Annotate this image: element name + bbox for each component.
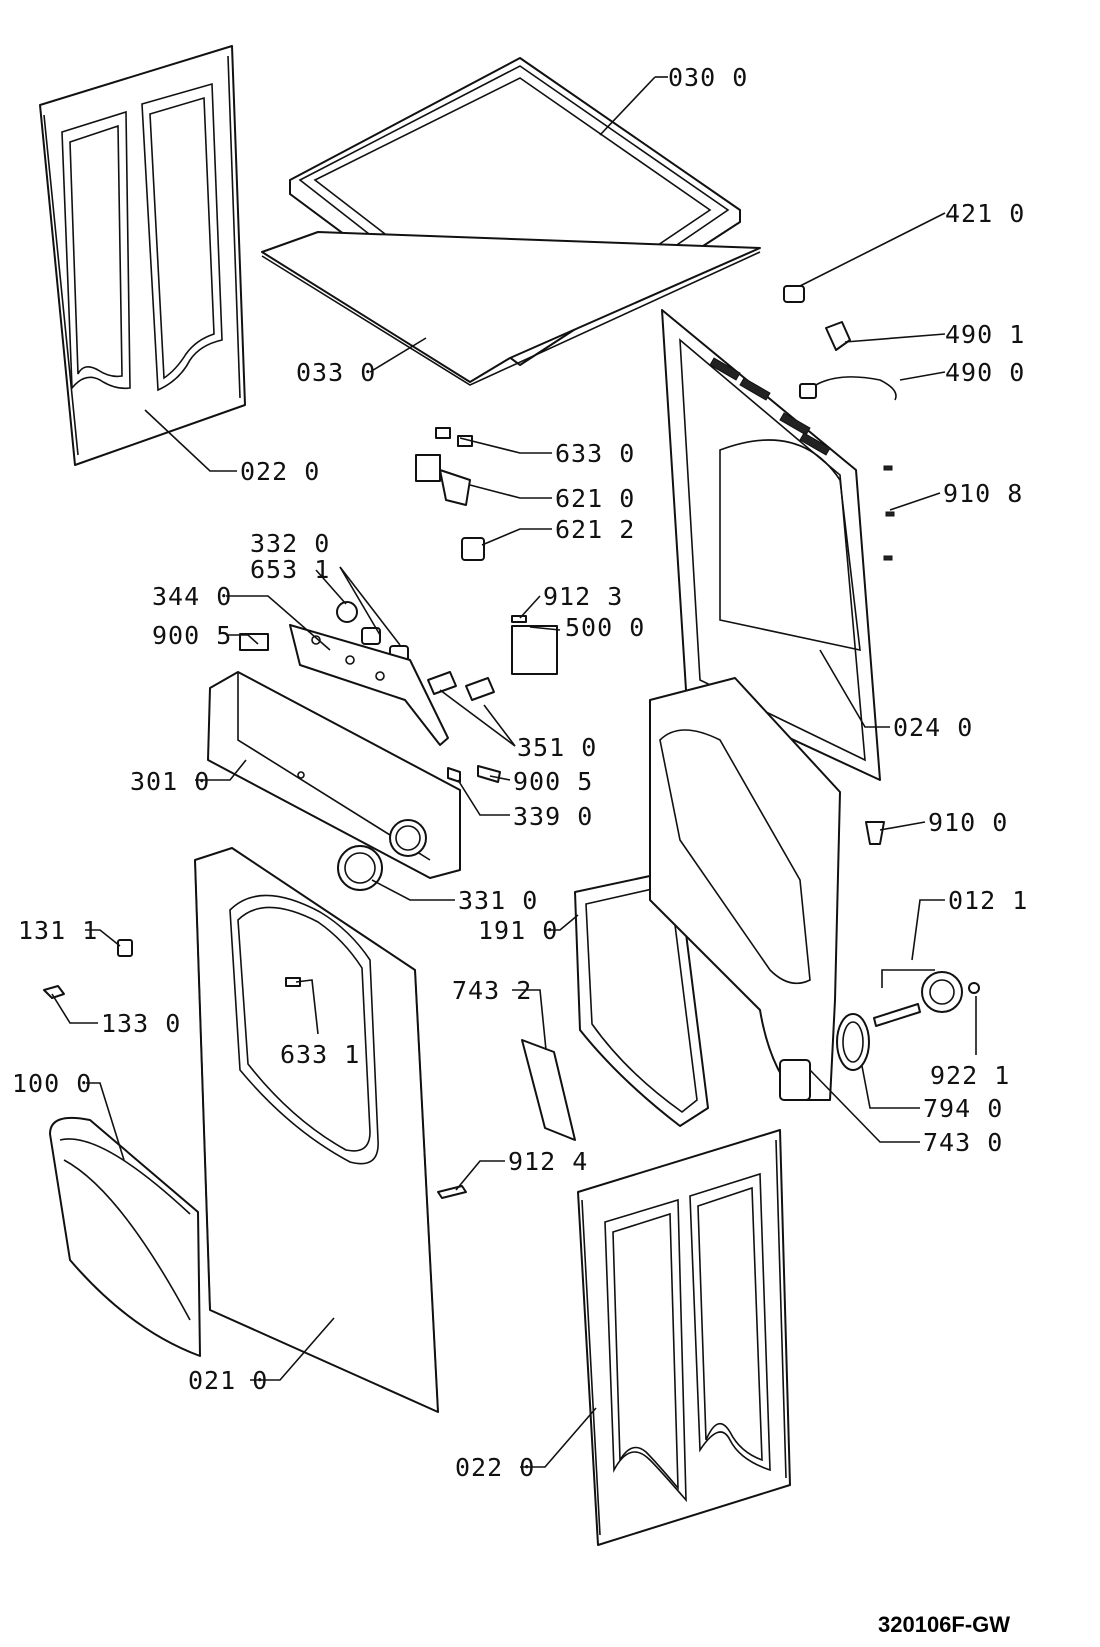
callout-9108: 910 8 — [943, 479, 1023, 508]
small-parts-top-right — [783, 285, 897, 561]
fan-0121 — [921, 971, 963, 1013]
callout-9100: 910 0 — [928, 808, 1008, 837]
callout-3310: 331 0 — [458, 886, 538, 915]
part-3320-a — [361, 627, 381, 645]
callout-4901: 490 1 — [945, 320, 1025, 349]
callout-9005-left: 900 5 — [152, 621, 232, 650]
part-4901 — [825, 321, 851, 351]
callout-1910: 191 0 — [478, 916, 558, 945]
callout-3510: 351 0 — [517, 733, 597, 762]
front-panel — [194, 847, 439, 1413]
part-4900-cable — [805, 376, 897, 401]
screw-9100 — [865, 821, 885, 845]
control-panel — [207, 671, 501, 879]
part-6330-a — [435, 427, 451, 439]
part-6531 — [336, 601, 358, 623]
callout-1311: 131 1 — [18, 916, 98, 945]
filter-gasket — [521, 1039, 576, 1141]
screws — [437, 821, 885, 1199]
callout-9221: 922 1 — [930, 1061, 1010, 1090]
callout-1000: 100 0 — [12, 1069, 92, 1098]
part-9221 — [968, 982, 980, 994]
callout-3320: 332 0 — [250, 529, 330, 558]
callout-6531: 653 1 — [250, 555, 330, 584]
control-bracket — [239, 624, 449, 746]
callout-0300: 030 0 — [668, 63, 748, 92]
part-6212 — [461, 537, 485, 561]
callout-0240: 024 0 — [893, 713, 973, 742]
callout-6331: 633 1 — [280, 1040, 360, 1069]
electrical-parts — [336, 427, 558, 701]
callout-0220-bottom: 022 0 — [455, 1453, 535, 1482]
part-3510-a — [427, 671, 457, 695]
drawing-code: 320106F-GW — [878, 1612, 1010, 1637]
door-seal — [574, 869, 709, 1127]
callout-6330: 633 0 — [555, 439, 635, 468]
callout-6212: 621 2 — [555, 515, 635, 544]
part-1311 — [117, 939, 133, 957]
door — [49, 1116, 201, 1357]
part-9005-left — [239, 633, 269, 651]
side-panel-bottom-right — [577, 1129, 791, 1546]
part-9123 — [511, 615, 527, 623]
callout-0220-top: 022 0 — [240, 457, 320, 486]
callout-7432: 743 2 — [452, 976, 532, 1005]
callout-9123: 912 3 — [543, 582, 623, 611]
side-panel-top-left — [39, 45, 246, 466]
part-5000 — [511, 625, 558, 675]
callout-0121: 012 1 — [948, 886, 1028, 915]
screw-9124 — [437, 1185, 467, 1199]
callout-0330: 033 0 — [296, 358, 376, 387]
part-6210 — [415, 454, 441, 482]
callout-4210: 421 0 — [945, 199, 1025, 228]
top-plate — [261, 231, 761, 386]
front-frame — [649, 677, 841, 1101]
part-9005-right — [477, 765, 501, 783]
callout-3440: 344 0 — [152, 582, 232, 611]
callout-3010: 301 0 — [130, 767, 210, 796]
shaft-0121 — [873, 1003, 921, 1027]
callout-7940: 794 0 — [923, 1094, 1003, 1123]
screw-9108-a — [883, 465, 893, 471]
callout-7430: 743 0 — [923, 1128, 1003, 1157]
callout-5000: 500 0 — [565, 613, 645, 642]
callout-9005-right: 900 5 — [513, 767, 593, 796]
knob — [337, 845, 383, 891]
small-parts-left — [43, 939, 133, 999]
callout-9124: 912 4 — [508, 1147, 588, 1176]
blower-parts — [836, 971, 980, 1071]
callout-labels: 030 0 421 0 490 1 490 0 033 0 022 0 633 … — [12, 63, 1028, 1482]
callout-1330: 133 0 — [101, 1009, 181, 1038]
part-1330 — [43, 985, 65, 999]
part-4210 — [783, 285, 805, 303]
screw-9108-b — [885, 511, 895, 517]
callout-0210: 021 0 — [188, 1366, 268, 1395]
callout-3390: 339 0 — [513, 802, 593, 831]
leader-lines — [51, 76, 977, 1468]
callout-6210: 621 0 — [555, 484, 635, 513]
callout-4900: 490 0 — [945, 358, 1025, 387]
screw-9108-c — [883, 555, 893, 561]
part-3510-b — [465, 677, 495, 701]
back-panel — [661, 309, 881, 781]
